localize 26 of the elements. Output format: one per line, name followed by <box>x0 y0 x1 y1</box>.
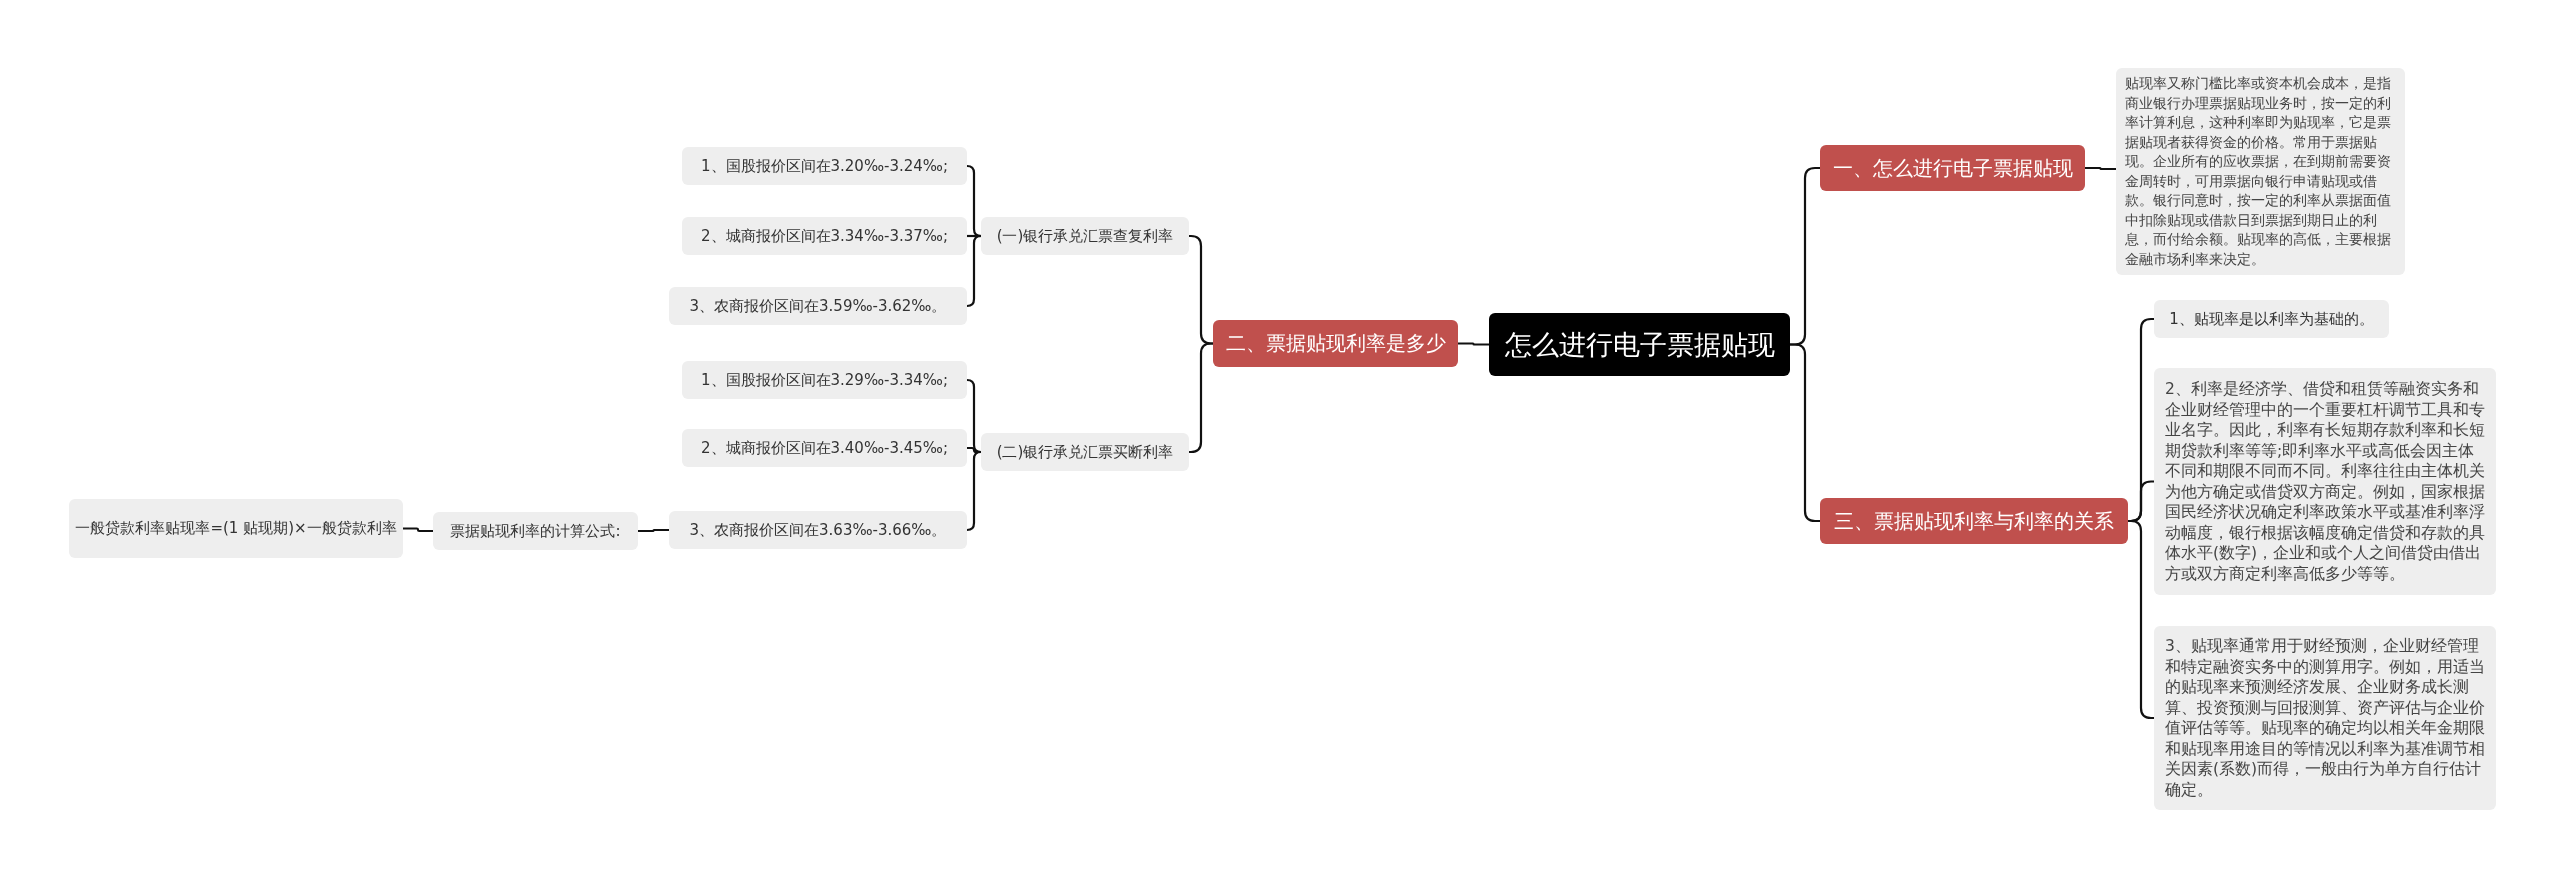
note-card: 贴现率又称门槛比率或资本机会成本，是指商业银行办理票据贴现业务时，按一定的利率计算利息，这种利率即为贴现率，它是票据贴现者获得资金的价格。常用于票据贴现。企业所有的应收票据，在到期前需要资金周转时，可用票据向银行申请贴现或借款。银行同意时，按一定的利率从票据面值中扣除贴现或借款日到票据到期日止的利息，而付给余额。贴现率的高低，主要根据金融市场利率来决定。 <box>2116 68 2405 275</box>
branch-topic: 一、怎么进行电子票据贴现 <box>1820 145 2085 191</box>
connector-line <box>403 527 433 533</box>
leaf-topic: 1、国股报价区间在3.29‰-3.34‰; <box>682 361 967 399</box>
leaf-topic: 2、城商报价区间在3.34‰-3.37‰; <box>682 217 967 255</box>
leaf-topic: 2、城商报价区间在3.40‰-3.45‰; <box>682 429 967 467</box>
connector-line <box>2085 166 2116 171</box>
leaf-topic: 一般贷款利率贴现率=(1 贴现期)×一般贷款利率 <box>69 499 403 558</box>
leaf-topic: 3、农商报价区间在3.63‰-3.66‰。 <box>669 511 967 549</box>
subtopic: (一)银行承兑汇票查复利率 <box>981 217 1189 255</box>
subtopic: (二)银行承兑汇票买断利率 <box>981 433 1189 471</box>
connector-line <box>638 528 669 533</box>
connector-line <box>1189 342 1213 454</box>
leaf-topic: 1、国股报价区间在3.20‰-3.24‰; <box>682 147 967 185</box>
branch-topic: 三、票据贴现利率与利率的关系 <box>1820 498 2128 544</box>
leaf-topic: 3、农商报价区间在3.59‰-3.62‰。 <box>669 287 967 325</box>
connector-line <box>965 234 983 308</box>
leaf-topic: 1、贴现率是以利率为基础的。 <box>2154 300 2389 338</box>
connector-line <box>2128 519 2154 720</box>
connector-line <box>1458 342 1489 346</box>
branch-topic: 二、票据贴现利率是多少 <box>1213 320 1458 367</box>
connector-line <box>965 450 983 532</box>
note-card: 2、利率是经济学、借贷和租赁等融资实务和企业财经管理中的一个重要杠杆调节工具和专业名字。因此，利率有长短期存款利率和长短期贷款利率等等;即利率水平或高低会因主体不同和期限不同而不同。利率往往由主体机关为他方确定或借贷双方商定。例如，国家根据国民经济状况确定利率政策水平或基准利率浮动幅度，银行根据该幅度确定借贷和存款的具体水平(数字)，企业和或个人之间借贷由借出方或双方商定利率高低多少等等。 <box>2154 368 2496 595</box>
subtopic: 票据贴现利率的计算公式: <box>433 512 638 550</box>
note-card: 3、贴现率通常用于财经预测，企业财经管理和特定融资实务中的测算用字。例如，用适当的贴现率来预测经济发展、企业财务成长测算、投资预测与回报测算、资产评估与企业价值评估等等。贴现率的确定均以相关年金期限和贴现率用途目的等情况以利率为基准调节相关因素(系数)而得，一般由行为单方自行估计确定。 <box>2154 626 2496 810</box>
central-topic: 怎么进行电子票据贴现 <box>1489 313 1790 376</box>
